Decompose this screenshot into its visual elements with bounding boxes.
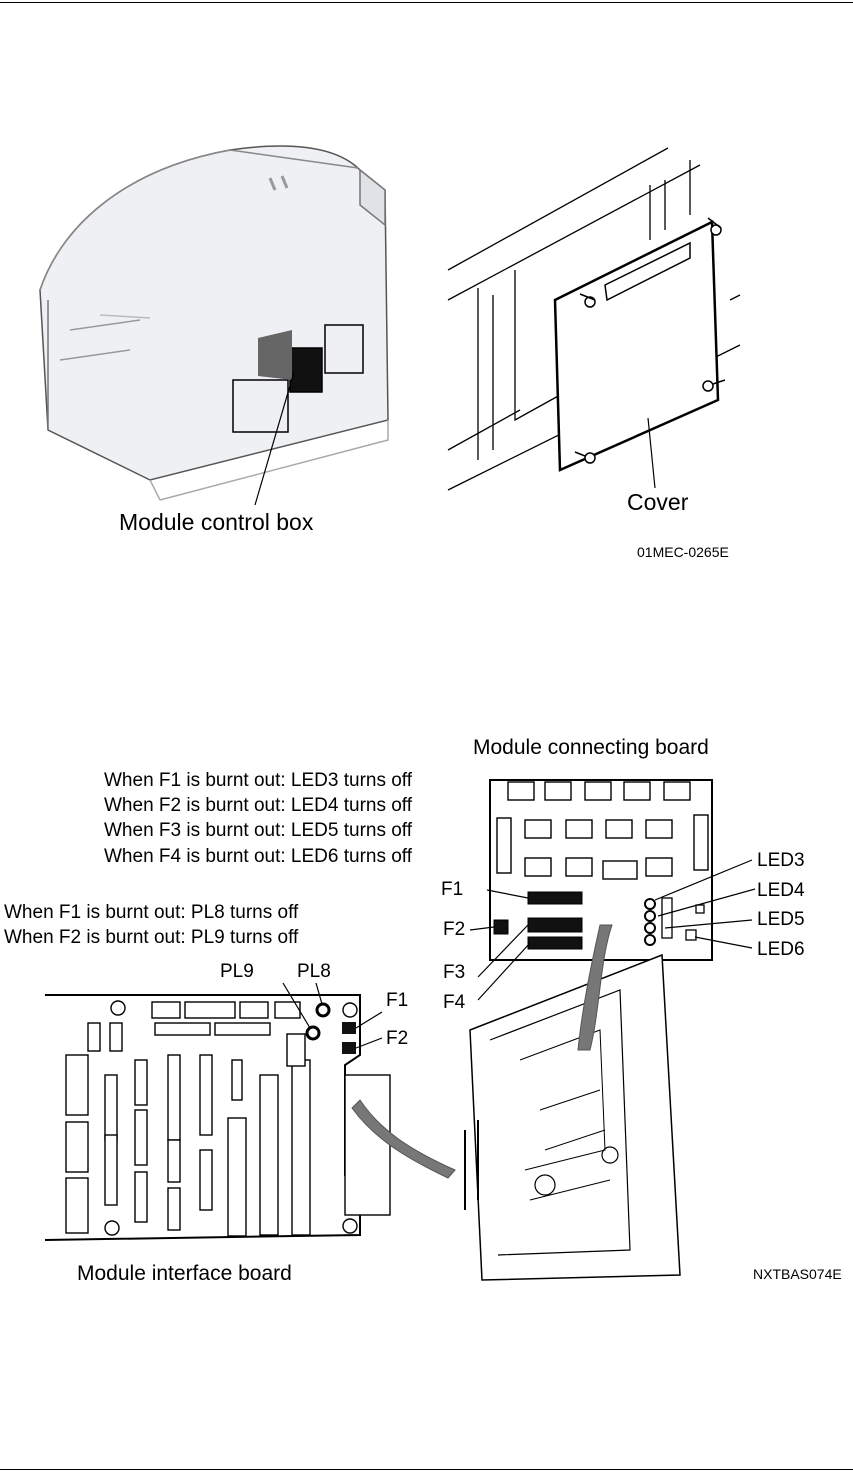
cabinet-installed-view (464, 953, 681, 1281)
led-label-led3: LED3 (757, 850, 805, 871)
figure-1-illustration (39, 145, 741, 506)
led-label-led6: LED6 (757, 939, 805, 960)
connecting-note-4: When F4 is burnt out: LED6 turns off (104, 846, 413, 867)
module-control-box-slots (232, 324, 364, 433)
interface-board-fuses (342, 1022, 356, 1054)
interface-board-leaders (282, 982, 383, 1049)
connecting-note-3: When F3 is burnt out: LED5 turns off (104, 820, 413, 841)
cover-label: Cover (627, 489, 689, 515)
fuse-label-f2: F2 (443, 919, 466, 940)
connecting-board-leaders (469, 859, 756, 1001)
interface-fuse-label-f2: F2 (386, 1028, 409, 1049)
connecting-note-2: When F2 is burnt out: LED4 turns off (104, 795, 413, 816)
interface-note-2: When F2 is burnt out: PL9 turns off (4, 927, 299, 948)
bottom-rule (0, 1469, 853, 1470)
figure-2-illustration (44, 779, 756, 1281)
figure-1-code: 01MEC-0265E (637, 544, 729, 560)
pilot-label-pl9: PL9 (220, 961, 254, 982)
top-rule (0, 2, 853, 3)
connecting-note-1: When F1 is burnt out: LED3 turns off (104, 770, 413, 791)
led-label-led4: LED4 (757, 880, 805, 901)
arrow-to-interface-board (351, 1099, 456, 1179)
fuse-label-f1: F1 (441, 879, 464, 900)
interface-board-pilot-lamps (305, 1002, 331, 1041)
figure-2-code: NXTBAS074E (753, 1266, 842, 1282)
led-label-led5: LED5 (757, 909, 805, 930)
fuse-label-f3: F3 (443, 962, 466, 983)
connecting-board-connectors (496, 781, 709, 880)
interface-board-mount-holes (104, 1000, 358, 1236)
cover-plate (553, 220, 720, 472)
interface-board-title: Module interface board (77, 1262, 292, 1285)
cover-screws (574, 217, 726, 464)
fuse-label-f4: F4 (443, 992, 466, 1013)
interface-note-1: When F1 is burnt out: PL8 turns off (4, 902, 299, 923)
arrow-to-connecting-board (577, 924, 613, 1051)
interface-fuse-label-f1: F1 (386, 990, 409, 1011)
connecting-board-leds (644, 897, 705, 946)
cabinet-drawing (39, 145, 389, 501)
connecting-board-title: Module connecting board (473, 736, 709, 759)
cover-leader (647, 417, 656, 489)
module-control-box-leader (254, 371, 295, 506)
pilot-label-pl8: PL8 (297, 961, 331, 982)
module-control-box-label: Module control box (119, 509, 314, 535)
